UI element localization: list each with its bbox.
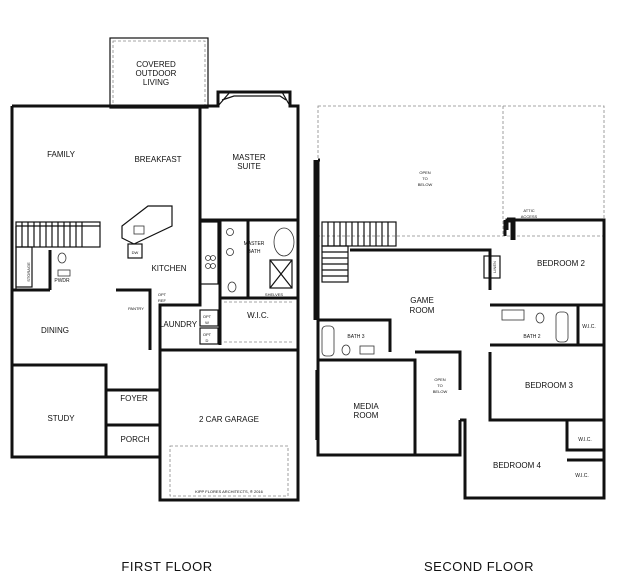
attic-access-label-1: ATTIC bbox=[523, 208, 534, 213]
first-floor-interior-walls bbox=[12, 106, 298, 457]
bedroom3-label: BEDROOM 3 bbox=[525, 381, 574, 390]
opt-d-label-1: OPT bbox=[203, 332, 212, 337]
opt-d-label-2: D bbox=[206, 338, 209, 343]
covered-outdoor-label-3: LIVING bbox=[143, 78, 169, 87]
bath2-toilet bbox=[535, 312, 545, 324]
open-to-below-area bbox=[317, 105, 605, 237]
master-shower bbox=[269, 259, 293, 289]
garage-door bbox=[169, 445, 289, 497]
master-suite-label-2: SUITE bbox=[237, 162, 261, 171]
second-floor-interior-walls bbox=[318, 248, 604, 462]
bedroom4-label: BEDROOM 4 bbox=[493, 461, 542, 470]
kitchen-counter bbox=[199, 221, 219, 285]
covered-outdoor-label-1: COVERED bbox=[136, 60, 176, 69]
media-room-label-1: MEDIA bbox=[353, 402, 379, 411]
dishwasher-label: DW bbox=[132, 250, 139, 255]
master-toilet bbox=[227, 281, 237, 293]
open-below-label-1: OPEN bbox=[419, 170, 430, 175]
bath2-tub bbox=[555, 311, 569, 343]
bedroom4-wic-label: W.I.C. bbox=[575, 473, 589, 479]
opt-ref-label-2: REF bbox=[158, 298, 167, 303]
copyright-text: KIPP FLORES ARCHITECTS, ® 2016 bbox=[195, 489, 264, 494]
breakfast-label: BREAKFAST bbox=[134, 155, 181, 164]
open-below-label-2: TO bbox=[422, 176, 427, 181]
family-label: FAMILY bbox=[47, 150, 76, 159]
powder-toilet bbox=[57, 252, 67, 264]
master-tub bbox=[273, 227, 295, 257]
foyer-label: FOYER bbox=[120, 394, 148, 403]
first-floor-exterior-wall bbox=[10, 90, 300, 502]
study-label: STUDY bbox=[47, 414, 75, 423]
porch-label: PORCH bbox=[121, 435, 150, 444]
opt-ref-label-1: OPT bbox=[158, 292, 167, 297]
stair-open-below-label-1: OPEN bbox=[434, 377, 445, 382]
second-floor-stairs bbox=[321, 221, 397, 283]
master-bay-window bbox=[217, 91, 291, 107]
opt-w-label-2: W bbox=[205, 320, 209, 325]
bath3-toilet bbox=[341, 344, 351, 356]
first-floor-plan bbox=[10, 37, 300, 502]
game-room-label-2: ROOM bbox=[410, 306, 435, 315]
covered-outdoor-label-2: OUTDOOR bbox=[136, 69, 177, 78]
second-floor-labels: OPEN TO BELOW ATTIC ACCESS BEDROOM 2 LIN… bbox=[347, 170, 595, 479]
stair-open-below-label-2: TO bbox=[437, 383, 442, 388]
powder-label: PWDR bbox=[54, 278, 70, 284]
kitchen-label: KITCHEN bbox=[151, 264, 186, 273]
master-suite-label-1: MASTER bbox=[232, 153, 266, 162]
first-floor-stairs bbox=[15, 221, 101, 288]
bedroom3-wic-label: W.I.C. bbox=[578, 437, 592, 443]
storage-label: STORAGE bbox=[26, 262, 31, 282]
garage-label: 2 CAR GARAGE bbox=[199, 415, 259, 424]
bath2-label: BATH 2 bbox=[523, 334, 540, 340]
laundry-label: LAUNDRY bbox=[159, 320, 198, 329]
kitchen-sink bbox=[133, 225, 145, 235]
master-bath-label-1: MASTER bbox=[244, 241, 265, 247]
master-wic-label: W.I.C. bbox=[247, 311, 269, 320]
shelves-label: SHELVES bbox=[265, 292, 283, 297]
covered-outdoor-living-outline bbox=[109, 37, 209, 109]
pantry-label: PANTRY bbox=[128, 306, 144, 311]
bedroom2-label: BEDROOM 2 bbox=[537, 259, 586, 268]
linen-closet bbox=[483, 255, 501, 279]
open-below-label-3: BELOW bbox=[418, 182, 433, 187]
linen-label: LINEN bbox=[492, 261, 497, 273]
bedroom2-wic-label: W.I.C. bbox=[582, 324, 596, 330]
master-bath-label-2: BATH bbox=[248, 249, 261, 255]
game-room-label-1: GAME bbox=[410, 296, 434, 305]
opt-w-label-1: OPT bbox=[203, 314, 212, 319]
media-room-label-2: ROOM bbox=[354, 411, 379, 420]
bath3-label: BATH 3 bbox=[347, 334, 364, 340]
second-floor-title: SECOND FLOOR bbox=[424, 559, 534, 574]
attic-access-label-2: ACCESS bbox=[521, 214, 538, 219]
first-floor-title: FIRST FLOOR bbox=[121, 559, 212, 574]
bath3-tub bbox=[321, 325, 335, 357]
dining-label: DINING bbox=[41, 326, 69, 335]
kitchen-island bbox=[121, 205, 173, 245]
first-floor-labels: COVERED OUTDOOR LIVING FAMILY BREAKFAST … bbox=[26, 60, 283, 494]
stair-open-below-label-3: BELOW bbox=[433, 389, 448, 394]
second-floor-plan bbox=[313, 105, 606, 500]
